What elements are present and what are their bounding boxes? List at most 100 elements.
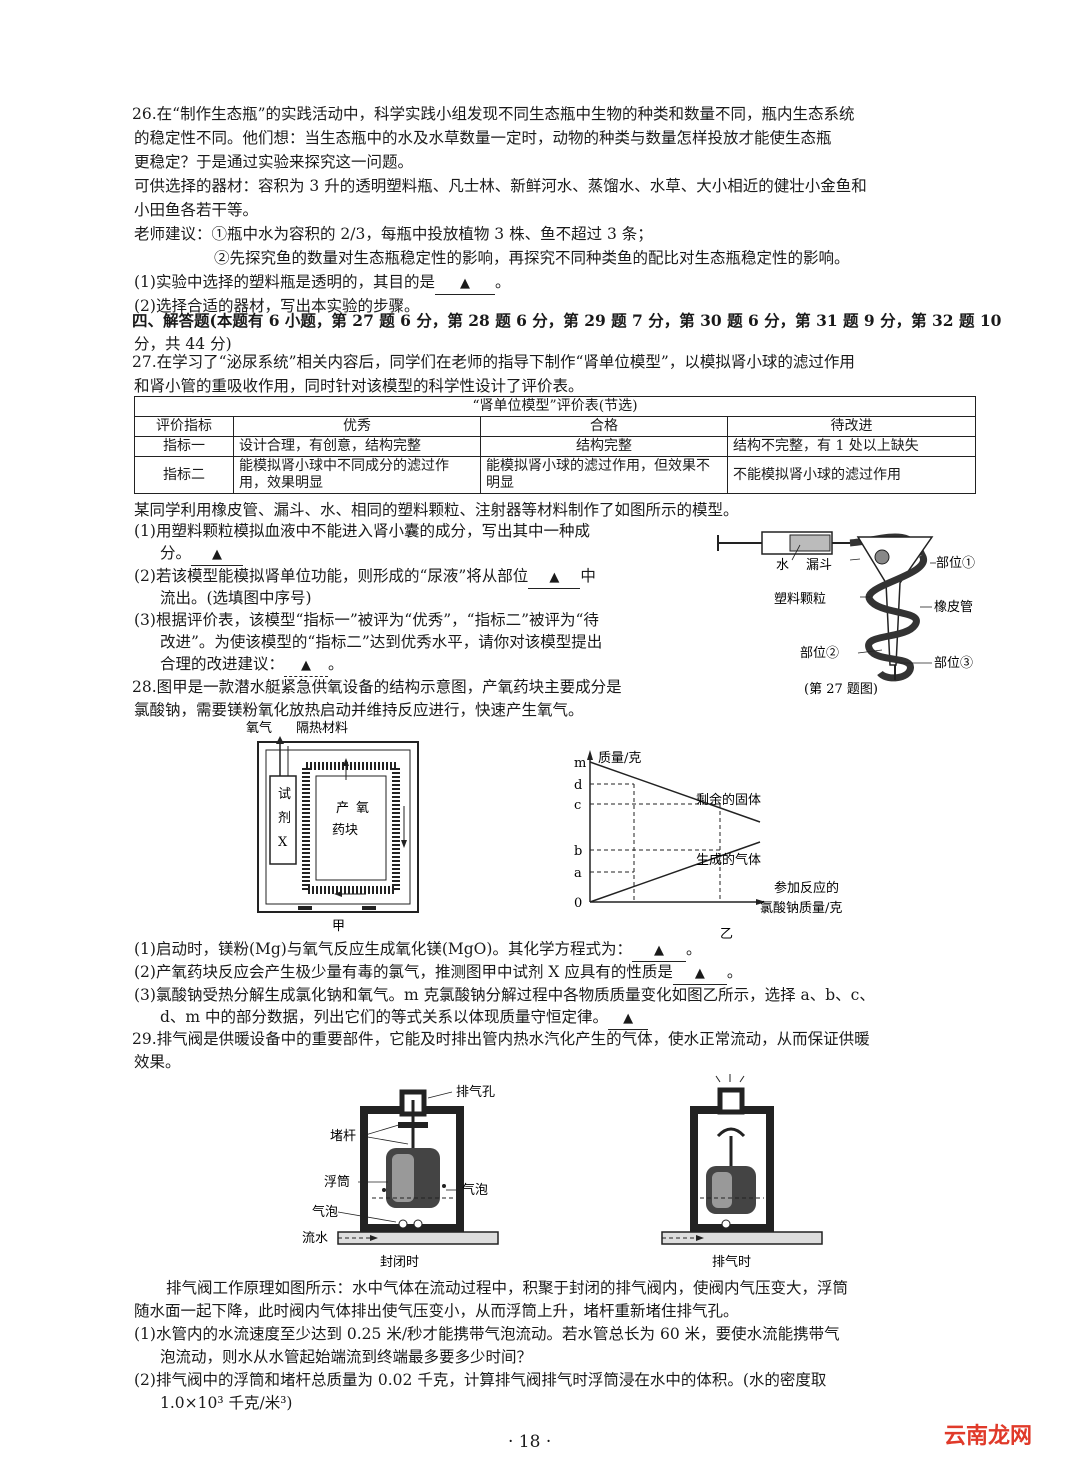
- label-part-3: 部位③: [934, 656, 973, 671]
- series-line-gas: [589, 841, 761, 903]
- answer-triangle-icon: ▲: [301, 658, 312, 673]
- answer-triangle-icon: ▲: [623, 1011, 634, 1026]
- y-tick-label-d: d: [574, 778, 582, 793]
- q29-part1-line-2: 泡流动，则水从水管起始端流到终端最多要多少时间？: [160, 1348, 533, 1366]
- q29-line-4: 随水面一起下降，此时阀内气体排出使气压变小，从而浮筒上升，堵杆重新堵住排气孔。: [134, 1302, 739, 1320]
- valve-venting-figure: 排气时: [661, 1074, 823, 1270]
- table-header-row: 评价指标 优秀 合格 待改进: [134, 416, 976, 437]
- series-label-solid: 剩余的固体: [696, 792, 761, 808]
- q26-line-6: 老师建议：①瓶中水为容积的 2/3，每瓶中投放植物 3 株、鱼不超过 3 条；: [134, 225, 653, 243]
- q27-line-2: 和肾小管的重吸收作用，同时针对该模型的科学性设计了评价表。: [134, 377, 584, 395]
- q26-line-9: (2)选择合适的器材，写出本实验的步骤。: [134, 297, 420, 315]
- watermark: 云南龙网: [944, 1424, 1033, 1449]
- q29-part2-line-1: (2)排气阀中的浮筒和堵杆总质量为 0.02 千克，计算排气阀排气时浮筒浸在水中…: [134, 1371, 827, 1389]
- q27-line-1: 27.在学习了“泌尿系统”相关内容后，同学们在老师的指导下制作“肾单位模型”，以…: [132, 353, 855, 371]
- q26-line-2: 的稳定性不同。他们想：当生态瓶中的水及水草数量一定时，动物的种类与数量怎样投放才…: [134, 129, 832, 147]
- y-tick-label-m: m: [574, 756, 586, 771]
- answer-triangle-icon: ▲: [212, 547, 223, 562]
- svg-text:X: X: [278, 835, 288, 850]
- y-axis-label: 质量/克: [598, 751, 641, 766]
- q28-line-1: 28.图甲是一款潜水艇紧急供氧设备的结构示意图，产氧药块主要成分是: [132, 678, 622, 696]
- kidney-model-figure: 水 漏斗 塑料颗粒 部位① 橡皮管 部位② 部位③ (第 27 题图): [717, 531, 975, 697]
- q29-line-2: 效果。: [134, 1053, 181, 1071]
- answer-triangle-icon: ▲: [549, 570, 560, 585]
- q28-part2: (2)产氧药块反应会产生极少量有毒的氯气，推测图甲中试剂 X 应具有的性质是▲。: [134, 962, 742, 985]
- y-tick-label-c: c: [574, 798, 581, 813]
- mass-change-chart: 质量/克 参加反应的 氯酸钠质量/克 mdc ba 0 剩余的固体 生成的气体 乙: [574, 750, 842, 942]
- q28-line-2: 氯酸钠，需要镁粉氧化放热启动并维持反应进行，快速产生氧气。: [134, 701, 584, 719]
- q26-line-7: ②先探究鱼的数量对生态瓶稳定性的影响，再探究不同种类鱼的配比对生态瓶稳定性的影响…: [214, 249, 850, 267]
- answer-triangle-icon: ▲: [653, 943, 664, 958]
- q27-part3-line-3: 合理的改进建议：▲。: [160, 654, 344, 677]
- x-axis-label-2: 氯酸钠质量/克: [760, 901, 842, 916]
- q27-part2-line-2: 流出。(选填图中序号): [160, 589, 312, 607]
- answer-blank: ▲: [528, 566, 581, 589]
- svg-text:药块: 药块: [332, 823, 358, 838]
- label-water: 水: [776, 558, 789, 573]
- label-flow: 流水: [302, 1231, 328, 1246]
- caption-closed: 封闭时: [380, 1255, 419, 1270]
- q29-part2-line-2: 1.0×10³ 千克/米³): [160, 1394, 293, 1412]
- svg-text:试: 试: [278, 787, 291, 802]
- q26-line-1: 26.在“制作生态瓶”的实践活动中，科学实践小组发现不同生态瓶中生物的种类和数量…: [132, 105, 855, 123]
- table-title: “肾单位模型”评价表(节选): [134, 396, 976, 417]
- valve-closed-figure: 排气孔 堵杆 浮筒 气泡 气泡 流水 封闭时: [302, 1084, 499, 1270]
- answer-blank: ▲: [631, 939, 686, 962]
- svg-text:产: 产: [336, 801, 349, 816]
- svg-text:氧: 氧: [356, 801, 369, 816]
- page-number: · 18 ·: [508, 1432, 552, 1452]
- label-particles: 塑料颗粒: [774, 592, 826, 607]
- q26-line-8: (1)实验中选择的塑料瓶是透明的，其目的是▲。: [134, 272, 510, 295]
- figure-b-caption: 乙: [720, 927, 733, 942]
- q27-part1-line-2: 分。▲: [160, 543, 244, 566]
- svg-text:剂: 剂: [278, 811, 291, 826]
- series-line-solid: [589, 761, 761, 823]
- q28-part1: (1)启动时，镁粉(Mg)与氧气反应生成氧化镁(MgO)。其化学方程式为：▲。: [134, 939, 701, 962]
- answer-triangle-icon: ▲: [694, 966, 705, 981]
- q29-line-3: 排气阀工作原理如图所示：水中气体在流动过程中，积聚于封闭的排气阀内，使阀内气压变…: [166, 1279, 849, 1297]
- table-row: 指标一 设计合理，有创意，结构完整 结构完整 结构不完整，有 1 处以上缺失: [134, 436, 976, 457]
- q26-line-4: 可供选择的器材：容积为 3 升的透明塑料瓶、凡士林、新鲜河水、蒸馏水、水草、大小…: [134, 177, 867, 195]
- label-funnel: 漏斗: [806, 557, 832, 573]
- answer-blank: ▲: [608, 1007, 649, 1030]
- answer-blank: ▲: [672, 962, 727, 985]
- figure-27-caption: (第 27 题图): [804, 682, 878, 697]
- answer-blank: ▲: [284, 654, 329, 677]
- evaluation-table: “肾单位模型”评价表(节选) 评价指标 优秀 合格 待改进 指标一 设计合理，有…: [134, 396, 976, 494]
- label-oxygen: 氧气: [246, 720, 272, 736]
- q29-line-1: 29.排气阀是供暖设备中的重要部件，它能及时排出管内热水汽化产生的气体，使水正常…: [132, 1030, 870, 1048]
- x-axis-label-1: 参加反应的: [774, 880, 839, 896]
- label-insulation: 隔热材料: [296, 721, 348, 736]
- answer-blank: ▲: [434, 272, 495, 295]
- q27-part1-line-1: (1)用塑料颗粒模拟血液中不能进入肾小囊的成分，写出其中一种成: [134, 522, 590, 540]
- label-float: 浮筒: [324, 1174, 350, 1190]
- label-bubble-right: 气泡: [462, 1182, 488, 1198]
- y-tick-label-0: 0: [574, 896, 582, 911]
- q28-part3-line-1: (3)氯酸钠受热分解生成氯化钠和氧气。m 克氯酸钠分解过程中各物质质量变化如图乙…: [134, 986, 875, 1004]
- q27-part3-line-1: (3)根据评价表，该模型“指标一”被评为“优秀”，“指标二”被评为“待: [134, 611, 599, 629]
- label-part-2: 部位②: [800, 646, 839, 661]
- q27-line-3: 某同学利用橡皮管、漏斗、水、相同的塑料颗粒、注射器等材料制作了如图所示的模型。: [134, 501, 739, 519]
- label-rod: 堵杆: [330, 1129, 356, 1144]
- y-tick-label-a: a: [574, 866, 582, 881]
- section-4-header-line-2: 分，共 44 分): [134, 335, 232, 353]
- answer-triangle-icon: ▲: [459, 276, 470, 291]
- q26-line-5: 小田鱼各若干等。: [134, 201, 259, 219]
- caption-venting: 排气时: [712, 1254, 751, 1270]
- label-part-1: 部位①: [936, 556, 975, 571]
- y-tick-label-b: b: [574, 844, 582, 859]
- label-tube: 橡皮管: [934, 600, 973, 615]
- series-label-gas: 生成的气体: [696, 852, 761, 868]
- q26-line-3: 更稳定？于是通过实验来探究这一问题。: [134, 153, 414, 171]
- q26-part1-text: (1)实验中选择的塑料瓶是透明的，其目的是: [134, 273, 435, 291]
- table-row: 指标二 能模拟肾小球中不同成分的滤过作用，效果明显 能模拟肾小球的滤过作用，但效…: [134, 456, 976, 494]
- q27-part3-line-2: 改进”。为使该模型的“指标二”达到优秀水平，请你对该模型提出: [160, 633, 603, 651]
- figure-a-caption: 甲: [332, 919, 345, 934]
- label-vent-hole: 排气孔: [456, 1084, 495, 1100]
- q28-part3-line-2: d、m 中的部分数据，列出它们的等式关系以体现质量守恒定律。▲: [160, 1007, 649, 1030]
- q27-part2-line-1: (2)若该模型能模拟肾单位功能，则形成的“尿液”将从部位▲中: [134, 566, 596, 589]
- q29-part1-line-1: (1)水管内的水流速度至少达到 0.25 米/秒才能携带气泡流动。若水管总长为 …: [134, 1325, 840, 1343]
- section-4-header: 四、解答题(本题有 6 小题，第 27 题 6 分，第 28 题 6 分，第 2…: [132, 311, 1002, 330]
- answer-blank: ▲: [191, 543, 244, 566]
- label-bubble-left: 气泡: [312, 1204, 338, 1220]
